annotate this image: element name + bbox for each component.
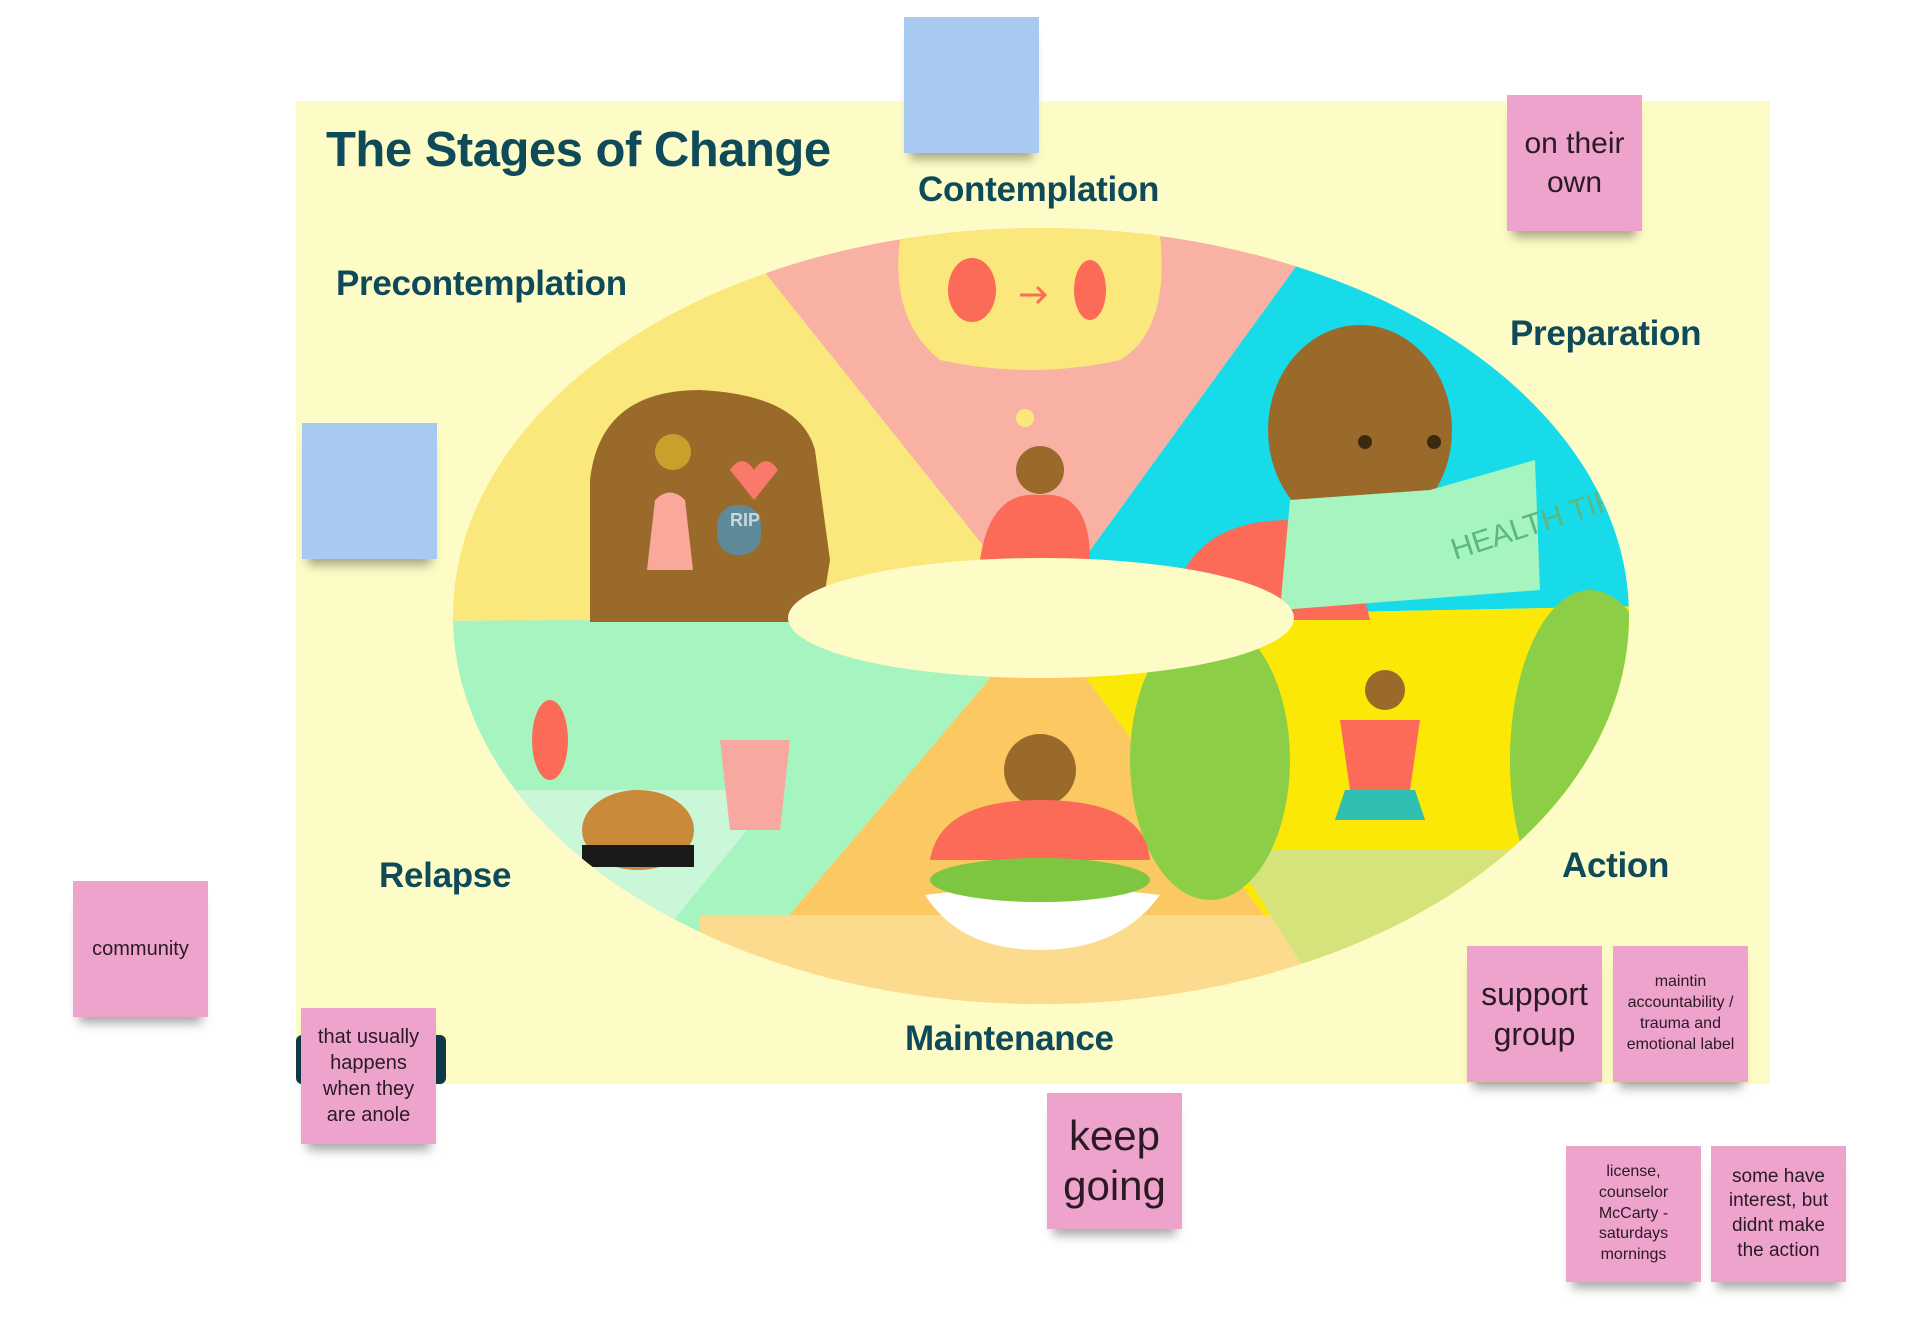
sticky-note-community[interactable]: community (73, 881, 208, 1017)
tombstone-label: RIP (730, 510, 760, 530)
sticky-note-some-have-interest[interactable]: some have interest, but didnt make the a… (1711, 1146, 1846, 1282)
blue-sticky-note-left[interactable] (302, 423, 437, 559)
stage-label-relapse: Relapse (379, 856, 512, 895)
blue-sticky-note-top[interactable] (904, 17, 1039, 153)
stage-label-action: Action (1562, 846, 1670, 885)
stage-label-preparation: Preparation (1510, 314, 1702, 353)
wedge-precontemplation (453, 228, 1041, 621)
sticky-note-license-counselor[interactable]: license, counselor McCarty - saturdays m… (1566, 1146, 1701, 1282)
board-title: The Stages of Change (326, 123, 831, 177)
sticky-note-support-group[interactable]: support group (1467, 946, 1602, 1082)
sticky-note-on-their-own[interactable]: on their own (1507, 95, 1642, 231)
sticky-note-maintain-accountability[interactable]: maintin accountability / trauma and emot… (1613, 946, 1748, 1082)
stage-label-precontemplation: Precontemplation (336, 264, 627, 303)
sticky-note-usually-happens[interactable]: that usually happens when they are anole (301, 1008, 436, 1144)
stage-label-contemplation: Contemplation (918, 170, 1160, 209)
sticky-note-keep-going[interactable]: keep going (1047, 1093, 1182, 1229)
stage-label-maintenance: Maintenance (905, 1019, 1114, 1058)
